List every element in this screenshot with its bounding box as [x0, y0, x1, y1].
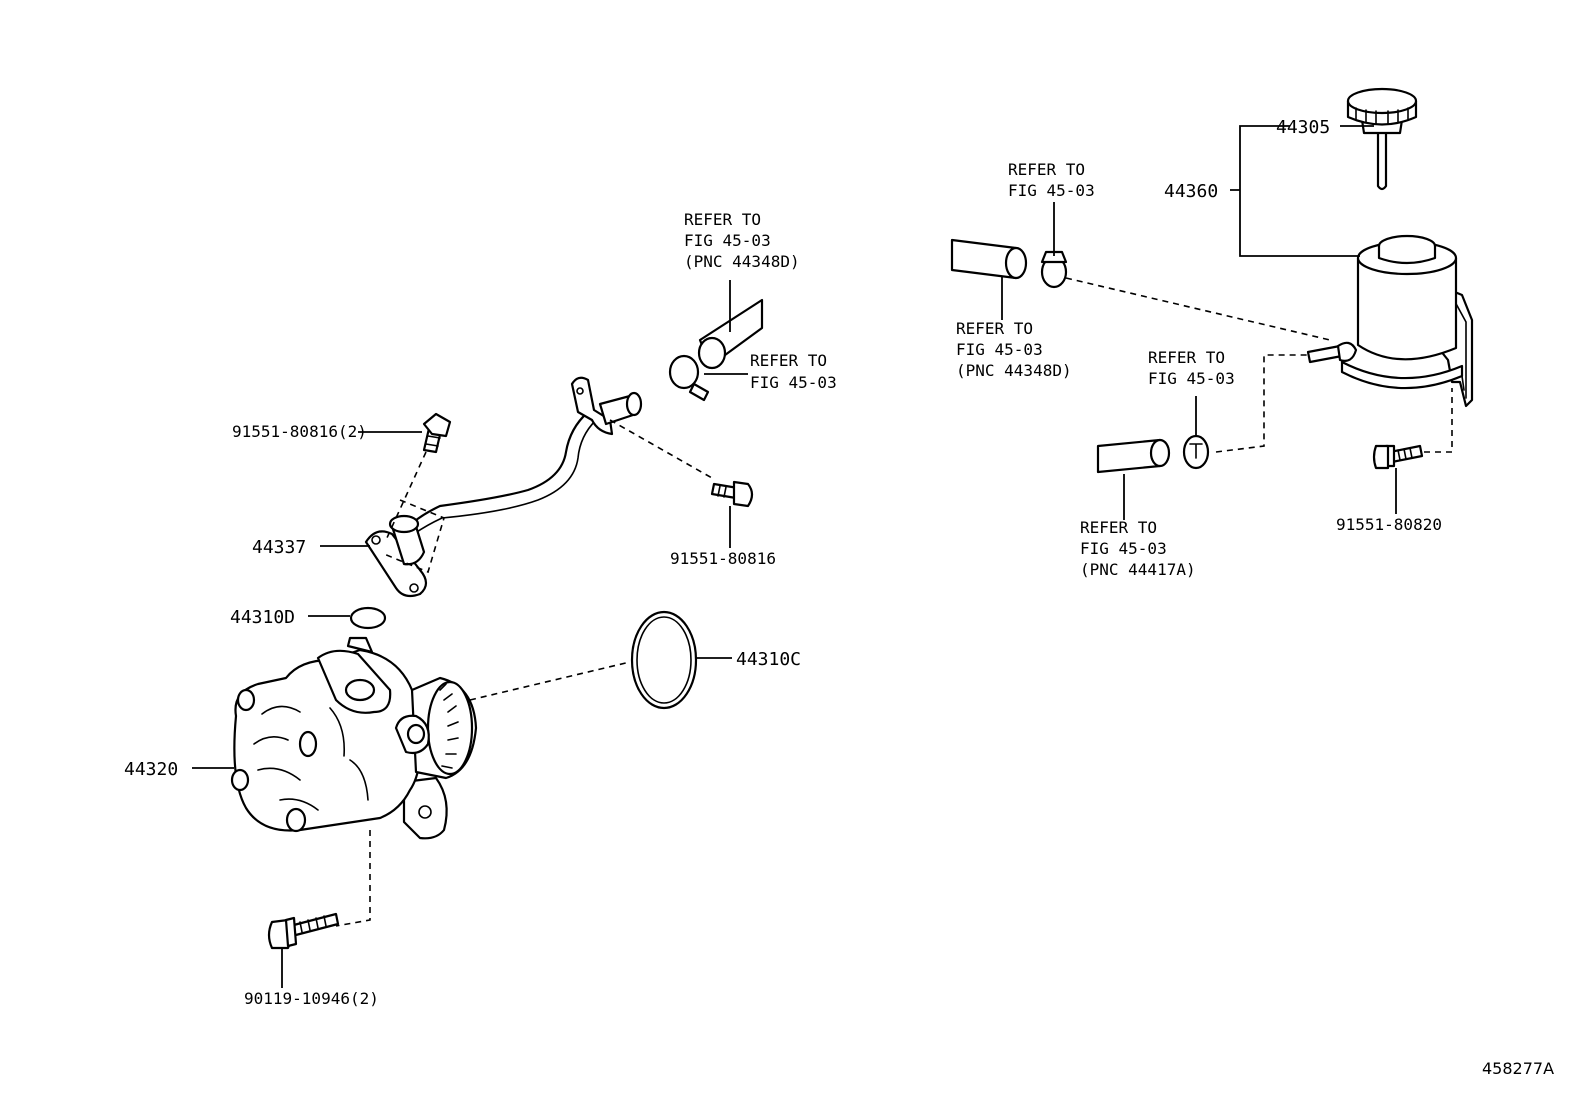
- assembly-line-res-bolt: [1424, 388, 1453, 453]
- pump-bolt[interactable]: [267, 912, 340, 950]
- tube-bolt-top[interactable]: [422, 412, 452, 454]
- label-44310d: 44310D: [230, 607, 295, 628]
- assembly-line-tube-bolt-top: [385, 451, 427, 541]
- assembly-line-tube-flange-box: [383, 499, 445, 574]
- reservoir-tank[interactable]: [1306, 234, 1474, 408]
- ref-line: FIG 45-03: [750, 373, 837, 392]
- pressure-tube[interactable]: [364, 376, 643, 598]
- ref-line: REFER TO: [1008, 160, 1085, 179]
- label-44360: 44360: [1164, 181, 1218, 202]
- tube-hose[interactable]: [697, 298, 764, 370]
- label-bolt-tube-right: 91551-80816: [670, 549, 776, 568]
- ref-line: REFER TO: [684, 210, 761, 229]
- label-bolt-tube-top: 91551-80816(2): [232, 422, 367, 441]
- assembly-line-res-lower-clamp: [1215, 354, 1308, 453]
- ref-line: FIG 45-03: [1008, 181, 1095, 200]
- ref-line: FIG 45-03: [1148, 369, 1235, 388]
- ref-res-upper-hose: REFER TO FIG 45-03 (PNC 44348D): [956, 319, 1072, 380]
- leader-44360: [1230, 125, 1360, 257]
- o-ring-44310d[interactable]: [349, 606, 387, 630]
- ref-line: FIG 45-03: [1080, 539, 1167, 558]
- o-ring-44310c[interactable]: [630, 610, 698, 710]
- assembly-line-tube-bolt-right: [609, 419, 713, 479]
- reservoir-lower-hose[interactable]: [1096, 438, 1171, 474]
- assembly-line-pump-ring: [469, 661, 631, 701]
- reservoir-bolt[interactable]: [1372, 444, 1424, 470]
- ref-tube-hose: REFER TO FIG 45-03 (PNC 44348D): [684, 210, 800, 271]
- ref-line: (PNC 44348D): [684, 252, 800, 271]
- label-44320: 44320: [124, 759, 178, 780]
- tube-bolt-right[interactable]: [710, 480, 754, 508]
- label-bolt-pump: 90119-10946(2): [244, 989, 379, 1008]
- reservoir-lower-clamp[interactable]: [1182, 434, 1210, 470]
- ref-line: REFER TO: [1080, 518, 1157, 537]
- label-44337: 44337: [252, 537, 306, 558]
- reservoir-upper-clamp[interactable]: [1040, 250, 1068, 289]
- reservoir-cap[interactable]: [1346, 87, 1418, 191]
- power-steering-pump[interactable]: [230, 636, 478, 840]
- assembly-line-res-upper-clamp: [1065, 277, 1331, 341]
- label-44305: 44305: [1276, 117, 1330, 138]
- ref-res-lower-clamp: REFER TO FIG 45-03: [1148, 348, 1235, 388]
- ref-line: (PNC 44348D): [956, 361, 1072, 380]
- ref-res-lower-hose: REFER TO FIG 45-03 (PNC 44417A): [1080, 518, 1196, 579]
- ref-line: REFER TO: [1148, 348, 1225, 367]
- ref-line: (PNC 44417A): [1080, 560, 1196, 579]
- label-bolt-reservoir: 91551-80820: [1336, 515, 1442, 534]
- ref-res-upper-clamp: REFER TO FIG 45-03: [1008, 160, 1095, 200]
- reservoir-upper-hose[interactable]: [950, 238, 1028, 280]
- figure-id: 458277A: [1482, 1059, 1554, 1078]
- ref-line: REFER TO: [956, 319, 1033, 338]
- ref-line: FIG 45-03: [684, 231, 771, 250]
- tube-clamp[interactable]: [668, 354, 710, 402]
- ref-line: REFER TO: [750, 351, 827, 370]
- ref-tube-clamp: REFER TO FIG 45-03: [750, 351, 837, 392]
- ref-line: FIG 45-03: [956, 340, 1043, 359]
- assembly-line-pump-bolt: [335, 830, 371, 927]
- label-44310c: 44310C: [736, 649, 801, 670]
